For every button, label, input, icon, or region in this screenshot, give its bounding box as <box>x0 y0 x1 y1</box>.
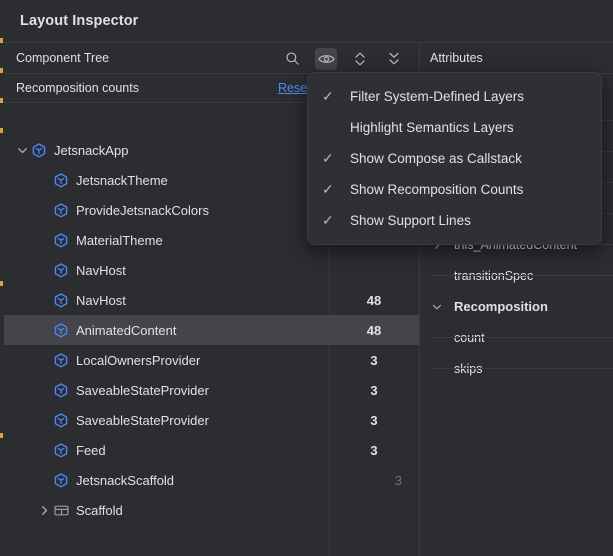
compose-icon <box>52 382 70 398</box>
tree-row[interactable]: AnimatedContent 48 <box>4 315 419 345</box>
row-divider <box>430 368 613 369</box>
attribute-row[interactable]: count <box>420 322 613 353</box>
compose-icon <box>52 352 70 368</box>
gutter-marker <box>0 281 3 286</box>
eye-icon[interactable] <box>315 47 337 70</box>
recomposition-counts-bar: Recomposition counts Reset <box>4 74 419 103</box>
page-title: Layout Inspector <box>20 13 139 29</box>
tree-row-label: SaveableStateProvider <box>76 412 209 428</box>
tree-row[interactable]: JetsnackScaffold 3 <box>4 465 419 495</box>
view-icon <box>52 504 70 517</box>
tree-row-label: ProvideJetsnackColors <box>76 202 209 218</box>
component-tree-header: Component Tree <box>4 43 419 74</box>
tree-row[interactable]: SaveableStateProvider 3 <box>4 405 419 435</box>
attribute-row[interactable]: transitionSpec <box>420 260 613 291</box>
attributes-label: Attributes <box>430 51 483 65</box>
menu-item[interactable]: ✓ Show Compose as Callstack <box>308 143 601 174</box>
tree-row-label: NavHost <box>76 262 126 278</box>
tree-row-label: JetsnackTheme <box>76 172 168 188</box>
attribute-label: Recomposition <box>454 299 548 314</box>
tree-row[interactable]: MaterialTheme <box>4 225 419 255</box>
attribute-row[interactable]: skips <box>420 353 613 384</box>
menu-item-label: Show Support Lines <box>350 213 471 228</box>
gutter-marker <box>0 433 3 438</box>
recomposition-counts-label: Recomposition counts <box>16 81 139 95</box>
attributes-header: Attributes <box>420 43 613 74</box>
tree-row[interactable]: Scaffold <box>4 495 419 525</box>
gutter-marker <box>0 98 3 103</box>
compose-icon <box>30 142 48 158</box>
tree-row-label: SaveableStateProvider <box>76 382 209 398</box>
menu-item-label: Show Recomposition Counts <box>350 182 524 197</box>
expand-collapse-icon[interactable] <box>349 48 371 70</box>
recomposition-count: 48 <box>366 292 382 308</box>
chevron-right-icon[interactable] <box>36 505 52 516</box>
tree-row-label: LocalOwnersProvider <box>76 352 201 368</box>
tree-row[interactable]: LocalOwnersProvider 3 <box>4 345 419 375</box>
compose-icon <box>52 202 70 218</box>
menu-item[interactable]: ✓ Show Support Lines <box>308 205 601 236</box>
compose-icon <box>52 322 70 338</box>
tree-row[interactable]: ProvideJetsnackColors <box>4 195 419 225</box>
recomposition-count: 3 <box>370 442 378 458</box>
row-divider <box>430 275 613 276</box>
row-divider <box>430 337 613 338</box>
collapse-all-icon[interactable] <box>383 48 405 70</box>
tree-row-label: NavHost <box>76 292 126 308</box>
tree-row-label: MaterialTheme <box>76 232 163 248</box>
chevron-down-icon[interactable] <box>430 302 444 312</box>
recomposition-count: 3 <box>370 382 378 398</box>
check-icon: ✓ <box>322 212 334 228</box>
gutter-marker <box>0 38 3 43</box>
recomposition-count: 3 <box>370 352 378 368</box>
component-tree-label: Component Tree <box>16 51 110 65</box>
tree-row[interactable]: JetsnackApp <box>4 135 419 165</box>
compose-icon <box>52 172 70 188</box>
menu-item-label: Highlight Semantics Layers <box>350 120 514 135</box>
attribute-group[interactable]: Recomposition <box>420 291 613 322</box>
compose-icon <box>52 262 70 278</box>
menu-item[interactable]: Highlight Semantics Layers <box>308 112 601 143</box>
search-icon[interactable] <box>281 48 303 70</box>
editor-gutter <box>0 0 4 556</box>
gutter-marker <box>0 68 3 73</box>
check-icon: ✓ <box>322 181 334 197</box>
recomposition-count: 48 <box>366 322 382 338</box>
compose-icon <box>52 472 70 488</box>
window-title-bar: Layout Inspector <box>4 0 613 43</box>
tree-row-label: Scaffold <box>76 502 123 518</box>
tree-row[interactable]: Feed 3 <box>4 435 419 465</box>
tree-row-label: AnimatedContent <box>76 322 177 338</box>
menu-item-label: Filter System-Defined Layers <box>350 89 525 104</box>
tree-row[interactable]: SaveableStateProvider 3 <box>4 375 419 405</box>
tree-row[interactable]: JetsnackTheme <box>4 165 419 195</box>
check-icon: ✓ <box>322 88 334 104</box>
tree-row[interactable]: NavHost <box>4 255 419 285</box>
count-column-divider <box>329 135 330 556</box>
tree-toolbar <box>281 43 405 74</box>
menu-item[interactable]: ✓ Show Recomposition Counts <box>308 174 601 205</box>
gutter-marker <box>0 128 3 133</box>
recomposition-count: 3 <box>370 412 378 428</box>
menu-item-label: Show Compose as Callstack <box>350 151 522 166</box>
compose-icon <box>52 232 70 248</box>
tree-row-label: Feed <box>76 442 106 458</box>
recomposition-count: 3 <box>394 472 402 488</box>
menu-item[interactable]: ✓ Filter System-Defined Layers <box>308 81 601 112</box>
chevron-down-icon[interactable] <box>14 145 30 156</box>
tree-row[interactable]: NavHost 48 <box>4 285 419 315</box>
check-icon: ✓ <box>322 150 334 166</box>
tree-row-label: JetsnackApp <box>54 142 129 158</box>
reset-link[interactable]: Reset <box>278 81 311 95</box>
compose-icon <box>52 292 70 308</box>
compose-icon <box>52 412 70 428</box>
compose-icon <box>52 442 70 458</box>
tree-row-label: JetsnackScaffold <box>76 472 175 488</box>
